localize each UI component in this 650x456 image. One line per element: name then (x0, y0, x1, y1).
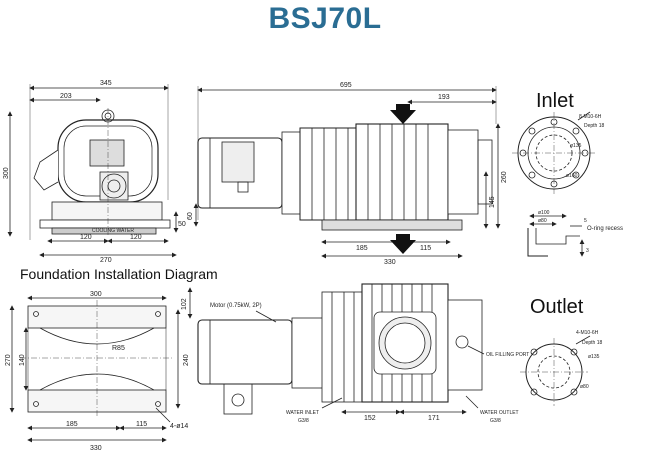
inlet-flange (512, 111, 596, 257)
end-view (7, 84, 179, 258)
dim-found-right: 240 (183, 354, 190, 366)
dim-found-top: 300 (90, 291, 102, 298)
inlet-depth: Depth 18 (584, 123, 605, 129)
dim-found-holes: 4-ø14 (170, 423, 188, 430)
inlet-pcd: ø135 (570, 143, 582, 149)
inlet-section-c: 5 (584, 218, 587, 224)
dim-end-base-total: 270 (100, 257, 112, 264)
dim-top-b: 171 (428, 415, 440, 422)
water-inlet-size: G3/8 (298, 418, 309, 424)
dim-end-foot: 50 (178, 221, 186, 228)
outlet-depth: Depth 18 (582, 340, 603, 346)
dim-side-base-total: 330 (384, 259, 396, 266)
foundation-plan (9, 295, 181, 443)
outlet-flow-arrow-icon (390, 234, 416, 254)
dim-found-inner: 140 (19, 354, 26, 366)
outlet-heading: Outlet (530, 296, 584, 318)
motor-label: Motor (0.75kW, 2P) (210, 303, 262, 309)
water-outlet-size: G3/8 (490, 418, 501, 424)
water-inlet-label: WATER INLET (286, 410, 319, 416)
inlet-oring: O-ring recess (587, 226, 623, 232)
dim-end-half: 203 (60, 93, 72, 100)
water-outlet-label: WATER OUTLET (480, 410, 519, 416)
outlet-bolt-spec: 4-M10-6H (576, 330, 599, 336)
side-view (193, 86, 501, 259)
dim-found-bottom-a: 185 (66, 421, 78, 428)
dim-top-a: 152 (364, 415, 376, 422)
inlet-od: ø160 (566, 173, 578, 179)
end-small-label: COOLING WATER (92, 228, 134, 234)
dim-found-height: 270 (5, 354, 12, 366)
foundation-heading: Foundation Installation Diagram (20, 266, 218, 282)
inlet-section-h: 3 (586, 248, 589, 254)
dim-side-overall: 695 (340, 82, 352, 89)
outlet-bore: ø80 (580, 384, 589, 390)
dim-side-base-a: 185 (356, 245, 368, 252)
inlet-bolt-spec: 8-M10-6H (579, 114, 602, 120)
inlet-heading: Inlet (536, 90, 574, 112)
dim-side-inlet: 193 (438, 94, 450, 101)
outlet-pcd: ø135 (588, 354, 600, 360)
dim-end-base-left: 120 (80, 234, 92, 241)
dim-side-height: 260 (501, 171, 508, 183)
dim-found-bottom-b: 115 (136, 421, 147, 428)
page-title: BSJ70L (268, 2, 382, 35)
dim-end-height: 300 (3, 167, 10, 179)
dim-end-overall: 345 (100, 80, 112, 87)
dim-top-height: 102 (181, 298, 188, 310)
dim-side-low: 145 (489, 196, 496, 208)
dim-side-base-b: 115 (420, 245, 431, 252)
inlet-section-b: ø80 (538, 218, 547, 224)
dim-found-radius: R85 (112, 345, 125, 352)
dim-side-left: 60 (187, 212, 194, 220)
outlet-flange (520, 335, 591, 406)
inlet-section-a: ø100 (538, 210, 550, 216)
dim-end-base-right: 120 (130, 234, 142, 241)
oil-filling-port: OIL FILLING PORT (486, 352, 529, 358)
inlet-flow-arrow-icon (390, 104, 416, 124)
top-view (187, 283, 485, 415)
dim-found-bottom-total: 330 (90, 445, 102, 452)
